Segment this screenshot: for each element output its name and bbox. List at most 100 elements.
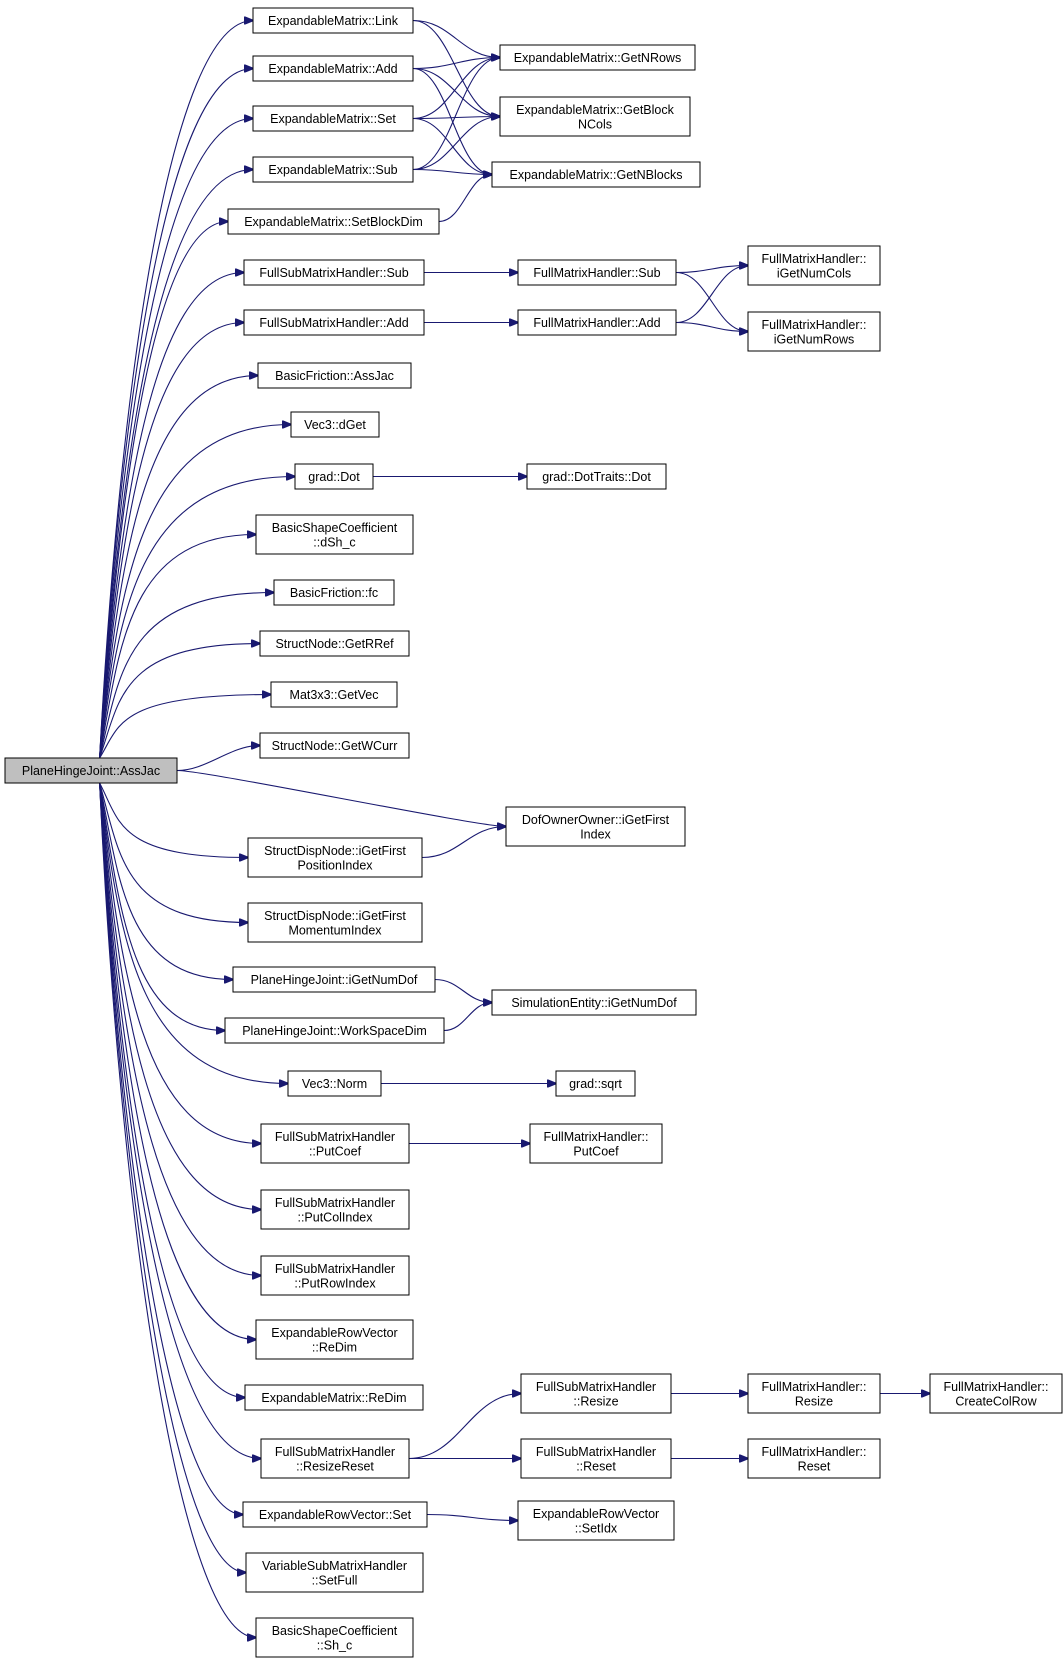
node-fsmh-putcoef[interactable]: FullSubMatrixHandler::PutCoef	[260, 1123, 410, 1164]
node-label: ::Reset	[576, 1459, 616, 1473]
node-label: ::PutColIndex	[297, 1210, 373, 1224]
node-phj-igetnumdof[interactable]: PlaneHingeJoint::iGetNumDof	[232, 966, 436, 993]
node-em-link[interactable]: ExpandableMatrix::Link	[252, 7, 414, 34]
edge-root-to-phj-workspacedim	[99, 782, 225, 1031]
node-erv-set[interactable]: ExpandableRowVector::Set	[242, 1501, 428, 1528]
node-fmh-putcoef[interactable]: FullMatrixHandler::PutCoef	[529, 1123, 663, 1164]
edge-fsmh-resizereset-to-fsmh-resize	[408, 1394, 521, 1460]
edge-root-to-sdn-igetfirstmomentumindex	[99, 782, 248, 923]
node-phj-workspacedim[interactable]: PlaneHingeJoint::WorkSpaceDim	[224, 1017, 445, 1044]
edge-root-to-sdn-igetfirstpositionindex	[99, 782, 248, 858]
edge-em-set-to-em-getblockncols	[412, 117, 500, 119]
edge-em-add-to-em-getnrows	[412, 58, 500, 70]
node-label: BasicShapeCoefficient	[272, 1624, 398, 1638]
edge-root-to-em-sub	[99, 170, 253, 759]
node-label: Mat3x3::GetVec	[290, 688, 379, 702]
node-label: ExpandableMatrix::GetNBlocks	[510, 168, 683, 182]
node-fmh-reset[interactable]: FullMatrixHandler::Reset	[747, 1438, 881, 1479]
edge-em-sub-to-em-getnrows	[412, 58, 500, 171]
node-fsmh-add[interactable]: FullSubMatrixHandler::Add	[243, 309, 425, 336]
node-label: ExpandableMatrix::Sub	[268, 163, 397, 177]
node-label: Vec3::dGet	[304, 418, 366, 432]
node-box	[247, 837, 423, 878]
node-box	[747, 1438, 881, 1479]
node-grad-dot[interactable]: grad::Dot	[294, 463, 374, 490]
node-fsmh-resize[interactable]: FullSubMatrixHandler::Resize	[520, 1373, 672, 1414]
node-label: ExpandableRowVector::Set	[259, 1508, 412, 1522]
node-label: ExpandableRowVector	[271, 1326, 397, 1340]
node-fsmh-reset[interactable]: FullSubMatrixHandler::Reset	[520, 1438, 672, 1479]
node-bsc-dsh-c[interactable]: BasicShapeCoefficient::dSh_c	[255, 514, 414, 555]
node-box	[232, 966, 436, 993]
node-label: ExpandableRowVector	[533, 1507, 659, 1521]
node-em-getnblocks[interactable]: ExpandableMatrix::GetNBlocks	[491, 161, 701, 188]
node-fsmh-putrowindex[interactable]: FullSubMatrixHandler::PutRowIndex	[260, 1255, 410, 1296]
node-fmh-add[interactable]: FullMatrixHandler::Add	[517, 309, 677, 336]
node-box	[273, 579, 395, 606]
node-grad-dottraits-dot[interactable]: grad::DotTraits::Dot	[526, 463, 667, 490]
node-label: Resize	[795, 1394, 833, 1408]
node-fmh-createcolrow[interactable]: FullMatrixHandler::CreateColRow	[929, 1373, 1063, 1414]
node-label: MomentumIndex	[288, 923, 382, 937]
node-em-getnrows[interactable]: ExpandableMatrix::GetNRows	[499, 44, 696, 71]
edge-root-to-fsmh-sub	[99, 273, 244, 759]
node-vec3-norm[interactable]: Vec3::Norm	[287, 1070, 382, 1097]
node-fmh-igetnumrows[interactable]: FullMatrixHandler::iGetNumRows	[747, 311, 881, 352]
node-root[interactable]: PlaneHingeJoint::AssJac	[4, 757, 178, 784]
edge-fmh-sub-to-fmh-igetnumrows	[675, 271, 748, 332]
node-fsmh-resizereset[interactable]: FullSubMatrixHandler::ResizeReset	[260, 1438, 410, 1479]
node-bsc-sh-c[interactable]: BasicShapeCoefficient::Sh_c	[255, 1617, 414, 1658]
node-label: FullSubMatrixHandler	[275, 1196, 395, 1210]
node-fsmh-sub[interactable]: FullSubMatrixHandler::Sub	[243, 259, 425, 286]
node-sn-getwcurr[interactable]: StructNode::GetWCurr	[259, 732, 410, 759]
edge-phj-igetnumdof-to-se-igetnumdof	[434, 978, 492, 1003]
node-box	[252, 7, 414, 34]
node-fmh-sub[interactable]: FullMatrixHandler::Sub	[517, 259, 677, 286]
node-label: FullMatrixHandler::	[762, 1380, 867, 1394]
node-box	[499, 44, 696, 71]
node-label: ExpandableMatrix::Link	[268, 14, 399, 28]
node-em-add[interactable]: ExpandableMatrix::Add	[252, 55, 414, 82]
node-sn-getrref[interactable]: StructNode::GetRRef	[259, 630, 410, 657]
node-label: Reset	[798, 1459, 831, 1473]
node-box	[520, 1438, 672, 1479]
node-em-set[interactable]: ExpandableMatrix::Set	[252, 105, 414, 132]
node-box	[242, 1501, 428, 1528]
node-em-setblockdim[interactable]: ExpandableMatrix::SetBlockDim	[227, 208, 440, 235]
node-mat3x3-getvec[interactable]: Mat3x3::GetVec	[270, 681, 398, 708]
node-em-sub[interactable]: ExpandableMatrix::Sub	[252, 156, 414, 183]
node-em-redim[interactable]: ExpandableMatrix::ReDim	[244, 1384, 424, 1411]
node-label: NCols	[578, 117, 612, 131]
node-label: PlaneHingeJoint::AssJac	[22, 764, 160, 778]
node-label: FullSubMatrixHandler	[275, 1262, 395, 1276]
node-fmh-resize[interactable]: FullMatrixHandler::Resize	[747, 1373, 881, 1414]
node-fmh-igetnumcols[interactable]: FullMatrixHandler::iGetNumCols	[747, 245, 881, 286]
node-box	[252, 55, 414, 82]
node-label: FullSubMatrixHandler::Sub	[259, 266, 408, 280]
node-label: ::PutCoef	[309, 1144, 362, 1158]
node-label: ExpandableMatrix::Set	[270, 112, 396, 126]
node-vsmh-setfull[interactable]: VariableSubMatrixHandler::SetFull	[245, 1552, 424, 1593]
node-bf-fc[interactable]: BasicFriction::fc	[273, 579, 395, 606]
edge-root-to-mat3x3-getvec	[99, 695, 271, 759]
node-box	[747, 311, 881, 352]
node-vec3-dget[interactable]: Vec3::dGet	[290, 411, 380, 438]
node-label: BasicFriction::AssJac	[275, 369, 394, 383]
node-erv-redim[interactable]: ExpandableRowVector::ReDim	[255, 1319, 414, 1360]
node-fsmh-putcolindex[interactable]: FullSubMatrixHandler::PutColIndex	[260, 1189, 410, 1230]
node-box	[227, 208, 440, 235]
node-label: ExpandableMatrix::ReDim	[261, 1391, 406, 1405]
node-se-igetnumdof[interactable]: SimulationEntity::iGetNumDof	[491, 989, 697, 1016]
node-box	[491, 989, 697, 1016]
node-bf-assjac[interactable]: BasicFriction::AssJac	[257, 362, 412, 389]
node-label: FullMatrixHandler::Sub	[533, 266, 660, 280]
node-grad-sqrt[interactable]: grad::sqrt	[555, 1070, 636, 1097]
node-label: FullMatrixHandler::	[944, 1380, 1049, 1394]
node-erv-setidx[interactable]: ExpandableRowVector::SetIdx	[517, 1500, 675, 1541]
node-label: grad::sqrt	[569, 1077, 622, 1091]
